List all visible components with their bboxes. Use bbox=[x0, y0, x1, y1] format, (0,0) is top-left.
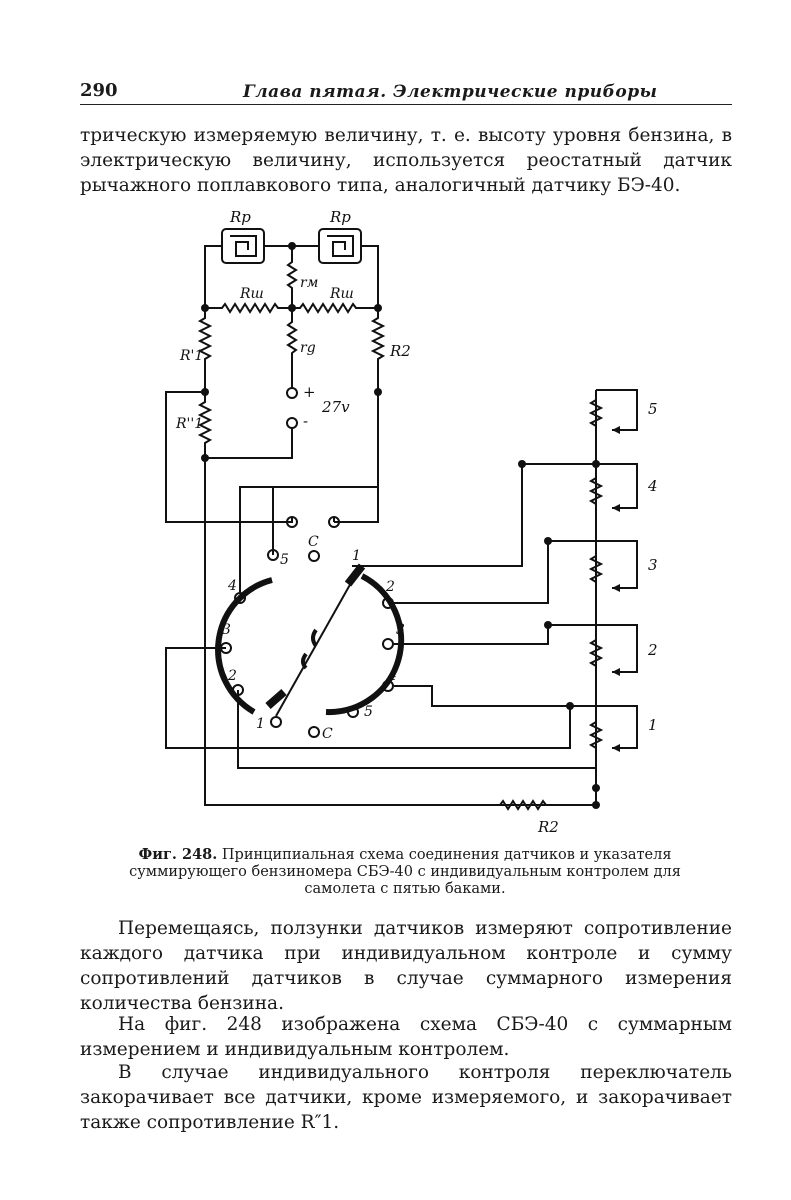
page-header: 290 Глава пятая. Электрические приборы bbox=[80, 80, 730, 104]
r2-bottom-resistor bbox=[430, 799, 596, 811]
label-plus: + bbox=[303, 383, 316, 401]
rsh-right-resistor bbox=[292, 302, 378, 314]
plus-terminal bbox=[286, 387, 298, 399]
switch-label-right-2: 2 bbox=[385, 579, 395, 595]
label-rsh-right: Rш bbox=[329, 286, 354, 302]
header-rule bbox=[80, 104, 732, 105]
label-r2-top: R2 bbox=[389, 342, 411, 360]
running-title: Глава пятая. Электрические приборы bbox=[243, 82, 658, 102]
rp-right-coil bbox=[318, 228, 362, 264]
sensor-4-resistor bbox=[588, 477, 604, 505]
switch-arm-bottom-contact bbox=[265, 688, 287, 710]
label-rm: rм bbox=[300, 275, 318, 291]
switch-label-bottom-c: C bbox=[322, 726, 333, 742]
sensor-label-3: 3 bbox=[648, 556, 658, 574]
rp-left-coil bbox=[221, 228, 265, 264]
sensor-label-2: 2 bbox=[647, 641, 658, 659]
intro-paragraph: трическую измеряемую величину, т. е. выс… bbox=[80, 125, 732, 196]
sensor-2-resistor bbox=[588, 639, 604, 667]
paragraph-1: Перемещаясь, ползунки датчиков измеряют … bbox=[80, 918, 732, 1014]
sensor-3-resistor bbox=[588, 555, 604, 583]
switch-label-left-4: 4 bbox=[227, 578, 237, 594]
switch-arm-top-contact bbox=[344, 563, 366, 587]
sensor-label-5: 5 bbox=[648, 400, 658, 418]
switch-label-right-4: 4 bbox=[387, 668, 397, 684]
switch-label-left-1: 1 bbox=[256, 716, 265, 732]
figure-caption-label: Фиг. 248. bbox=[138, 846, 218, 863]
switch-label-left-3: 3 bbox=[222, 622, 231, 638]
sensor-label-1: 1 bbox=[648, 716, 658, 734]
switch-label-top-c: C bbox=[308, 534, 319, 550]
switch-label-top-1: 1 bbox=[352, 548, 361, 564]
sensor-5-resistor bbox=[588, 399, 604, 427]
r1-dprime-resistor bbox=[197, 392, 213, 458]
label-r1-prime: R'1 bbox=[179, 348, 203, 364]
label-rg: rg bbox=[300, 340, 316, 356]
rm-resistor bbox=[286, 246, 298, 307]
sensor-label-4: 4 bbox=[647, 477, 658, 495]
figure-caption: Фиг. 248. Принципиальная схема соединени… bbox=[110, 846, 700, 898]
switch-label-bottom-5: 5 bbox=[364, 704, 373, 720]
rp-right-winding bbox=[327, 235, 354, 257]
page-number: 290 bbox=[80, 80, 118, 101]
switch-left-arc bbox=[215, 577, 273, 715]
label-rp-left: Rp bbox=[229, 208, 251, 226]
label-r2-bottom: R2 bbox=[537, 818, 559, 836]
label-rsh-left: Rш bbox=[239, 286, 264, 302]
figure-caption-text: Принципиальная схема соединения датчиков… bbox=[129, 847, 681, 897]
rg-resistor bbox=[286, 308, 298, 388]
paragraph-2: На фиг. 248 изображена схема СБЭ-40 с су… bbox=[80, 1014, 732, 1060]
r2-top-resistor bbox=[370, 308, 386, 392]
label-rp-right: Rp bbox=[329, 208, 351, 226]
label-voltage: 27v bbox=[321, 398, 350, 416]
label-r1-dprime: R''1 bbox=[175, 416, 203, 432]
minus-terminal bbox=[286, 417, 298, 429]
switch-label-top-5: 5 bbox=[280, 552, 289, 568]
rp-left-winding bbox=[230, 235, 257, 257]
r1-prime-resistor bbox=[197, 308, 213, 392]
switch-label-right-3: 3 bbox=[396, 622, 405, 638]
switch-label-left-2: 2 bbox=[227, 668, 237, 684]
label-minus: - bbox=[303, 412, 308, 430]
rsh-left-resistor bbox=[205, 302, 292, 314]
paragraph-3: В случае индивидуального контроля перекл… bbox=[80, 1062, 732, 1133]
sensor-1-resistor bbox=[588, 721, 604, 749]
